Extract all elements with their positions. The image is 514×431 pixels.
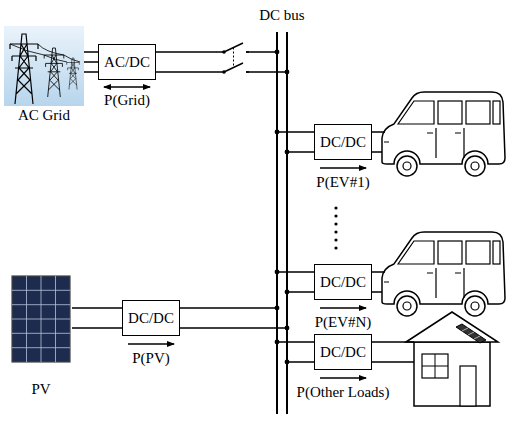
node-label: DC bus [259, 7, 304, 24]
dot [334, 214, 337, 217]
switch-blade [224, 43, 243, 72]
node-label: DC/DC [320, 274, 366, 291]
converter-box: DC/DC [122, 300, 180, 336]
node-label: AC Grid [18, 107, 70, 123]
dot [334, 246, 337, 249]
ac-grid-source: AC Grid [4, 26, 84, 124]
converter-box: AC/DC [98, 44, 156, 80]
dot [334, 222, 337, 225]
node-label: DC/DC [128, 310, 174, 327]
transmission-tower [67, 58, 80, 90]
switch-link [233, 48, 234, 68]
node-label: AC/DC [104, 54, 150, 71]
dc-wire [180, 308, 287, 328]
dot [334, 206, 337, 209]
power-label: P(Grid) [103, 92, 151, 109]
ev-car [382, 92, 505, 176]
house-window [422, 354, 448, 378]
dot [334, 230, 337, 233]
dc-bus: DC bus [276, 32, 288, 414]
ellipsis-dots [334, 206, 337, 249]
pv-cell-grid [12, 276, 70, 362]
dc-wire [72, 308, 122, 328]
power-arrow [320, 307, 366, 309]
switch-contact [246, 52, 249, 72]
pv-panel [12, 276, 70, 362]
switch-pivot [222, 70, 226, 74]
window-frame [422, 354, 448, 378]
dc-wire [277, 132, 314, 152]
node-label: PV [31, 381, 50, 397]
ev-car [382, 232, 505, 316]
power-label: P(PV) [131, 350, 171, 367]
power-arrow [128, 343, 174, 345]
pv-source: PV [10, 276, 72, 398]
house-door [460, 366, 476, 406]
transmission-tower [10, 34, 38, 104]
power-lines [10, 44, 80, 62]
power-label: P(Other Loads) [296, 384, 391, 401]
dc-wire [277, 342, 314, 362]
house-wall [414, 342, 490, 406]
node-label: DC/DC [320, 134, 366, 151]
dc-wire [156, 52, 287, 72]
grid-sky [4, 26, 84, 106]
power-label: P(EV#1) [315, 174, 370, 191]
power-label: P(EV#N) [314, 314, 373, 331]
load-wires [372, 132, 414, 362]
switch-gap [224, 40, 246, 80]
converter-box: DC/DC [314, 124, 372, 160]
converter-box: DC/DC [314, 264, 372, 300]
transmission-tower [44, 48, 64, 97]
converter-box: DC/DC [314, 334, 372, 370]
house-roof [406, 312, 498, 342]
roof-pv-panel [456, 324, 486, 343]
dot [334, 238, 337, 241]
dc-wire [84, 52, 98, 72]
power-arrow [104, 86, 150, 88]
dc-wire [277, 272, 314, 292]
switch-pivot [222, 50, 226, 54]
power-arrow [320, 377, 366, 379]
power-arrow [320, 167, 366, 169]
roof-pv-cells [462, 328, 480, 339]
node-label: DC/DC [320, 344, 366, 361]
house [406, 312, 498, 406]
